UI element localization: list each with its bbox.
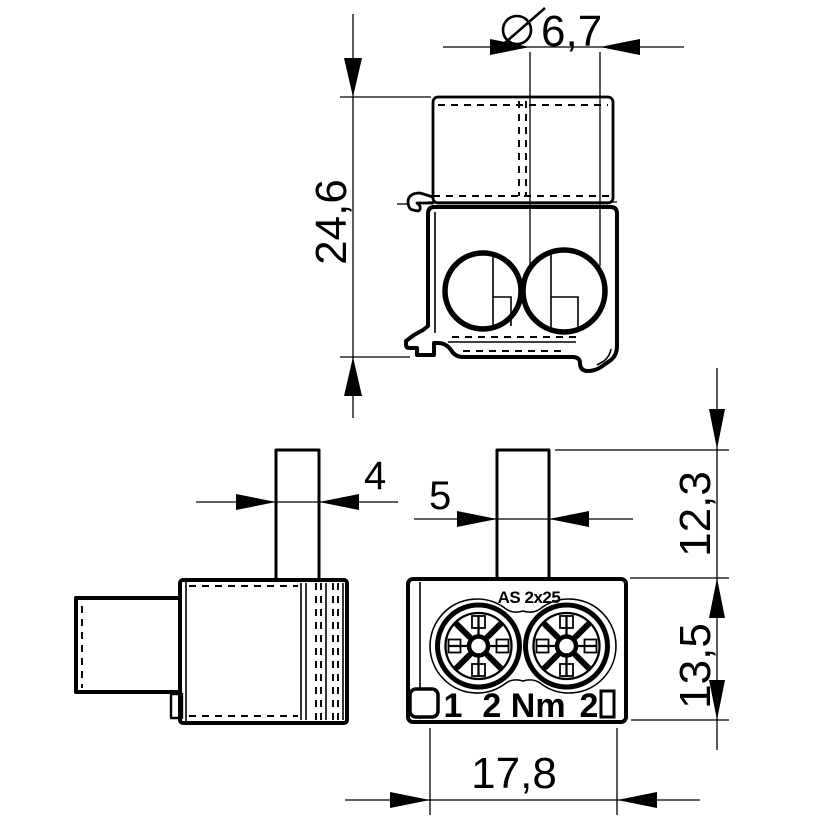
dim-arrow-icon xyxy=(236,494,276,510)
screw-right xyxy=(523,602,610,690)
dimension-side-pin-width: 4 xyxy=(196,454,398,510)
dim-total-height: 24,6 xyxy=(307,179,356,265)
side-plug-outline xyxy=(74,596,182,694)
terminal-number-right: 2 xyxy=(580,687,599,725)
dim-pin-height: 12,3 xyxy=(671,471,720,557)
wire-hole-right xyxy=(520,247,608,335)
dim-arrow-icon xyxy=(344,357,362,396)
pin-side xyxy=(274,448,321,582)
dimension-total-height: 24,6 xyxy=(307,14,431,418)
dim-front-pin-width: 5 xyxy=(429,474,451,518)
dim-arrow-icon xyxy=(490,39,530,55)
test-port-square xyxy=(408,687,440,719)
dim-arrow-icon xyxy=(600,39,640,55)
mounting-clip xyxy=(406,191,435,213)
sleeve-outline xyxy=(431,95,615,205)
terminal-number-left: 1 xyxy=(444,687,463,725)
body-outline xyxy=(404,205,619,373)
dim-side-pin-width: 4 xyxy=(364,454,386,498)
clamp-step-left xyxy=(493,296,512,326)
dimension-body-width: 17,8 xyxy=(345,728,700,815)
dim-arrow-icon xyxy=(709,409,725,449)
body-inner-corner-arc xyxy=(596,348,612,366)
dim-arrow-icon xyxy=(390,792,430,808)
dimension-hole-diameter: 6,7 xyxy=(443,7,684,266)
dim-arrow-icon xyxy=(319,494,359,510)
dim-body-width: 17,8 xyxy=(471,749,557,798)
wire-hole-left xyxy=(442,250,524,332)
dim-arrow-icon xyxy=(709,680,725,720)
dim-arrow-icon xyxy=(549,511,589,527)
dim-arrow-icon xyxy=(457,511,497,527)
side-view xyxy=(74,448,349,725)
dimension-front-pin-width: 5 xyxy=(414,474,633,527)
side-body-outline xyxy=(178,578,349,725)
diameter-symbol-icon xyxy=(498,7,546,49)
pin-front xyxy=(495,448,551,581)
dimension-right-heights: 12,3 13,5 xyxy=(555,368,729,750)
dim-body-height: 13,5 xyxy=(671,623,720,709)
marking-slot xyxy=(599,689,616,719)
torque-marking: 2 Nm xyxy=(482,687,565,725)
dim-arrow-icon xyxy=(617,792,657,808)
screw-left xyxy=(435,602,522,690)
top-view xyxy=(397,95,619,373)
front-view: AS 2x25 1 2 Nm 2 xyxy=(406,448,628,725)
side-foot-step xyxy=(169,692,184,720)
dim-diameter-value: 6,7 xyxy=(541,7,602,56)
type-label: AS 2x25 xyxy=(498,588,561,607)
dim-arrow-icon xyxy=(709,578,725,618)
dim-arrow-icon xyxy=(344,58,362,97)
clamp-step-right xyxy=(551,296,579,329)
front-body-outline xyxy=(406,577,628,724)
screw-boss-contour xyxy=(429,598,617,694)
